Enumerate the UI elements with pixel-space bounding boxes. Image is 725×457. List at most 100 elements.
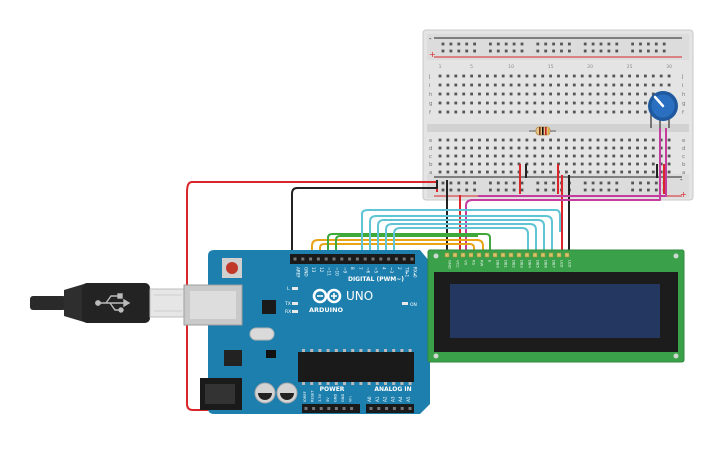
header-pin[interactable]	[379, 257, 383, 261]
breadboard-hole[interactable]	[454, 74, 458, 78]
breadboard-hole[interactable]	[565, 74, 568, 78]
rail-hole[interactable]	[512, 49, 516, 53]
breadboard-hole[interactable]	[612, 83, 616, 87]
breadboard-hole[interactable]	[636, 74, 639, 78]
breadboard-hole[interactable]	[549, 146, 552, 150]
breadboard-hole[interactable]	[501, 92, 505, 96]
breadboard-hole[interactable]	[478, 146, 481, 150]
breadboard-hole[interactable]	[525, 83, 529, 87]
breadboard-hole[interactable]	[572, 92, 576, 96]
lcd-pin-pad[interactable]	[460, 252, 466, 258]
breadboard-hole[interactable]	[478, 138, 481, 142]
breadboard-hole[interactable]	[604, 154, 608, 158]
breadboard-hole[interactable]	[438, 146, 442, 150]
rail-hole[interactable]	[449, 181, 453, 185]
breadboard-hole[interactable]	[651, 154, 655, 158]
breadboard-hole[interactable]	[549, 83, 552, 87]
breadboard-hole[interactable]	[628, 83, 631, 87]
wire-cyan-extra[interactable]	[361, 209, 561, 256]
breadboard-hole[interactable]	[509, 170, 513, 174]
breadboard-hole[interactable]	[549, 101, 552, 105]
header-pin[interactable]	[316, 257, 320, 261]
lcd-pin-pad[interactable]	[548, 252, 554, 258]
breadboard-hole[interactable]	[588, 110, 592, 114]
rail-hole[interactable]	[639, 49, 642, 53]
breadboard-hole[interactable]	[588, 83, 592, 87]
breadboard-hole[interactable]	[446, 170, 450, 174]
breadboard-hole[interactable]	[533, 146, 537, 150]
header-pin[interactable]	[340, 257, 344, 261]
header-pin[interactable]	[410, 257, 414, 261]
lcd-pin-pad[interactable]	[516, 252, 522, 258]
rail-hole[interactable]	[654, 49, 658, 53]
rail-hole[interactable]	[457, 188, 461, 192]
rail-hole[interactable]	[615, 42, 619, 46]
rail-hole[interactable]	[489, 49, 492, 53]
rail-hole[interactable]	[583, 188, 587, 192]
breadboard-hole[interactable]	[557, 74, 560, 78]
breadboard-hole[interactable]	[565, 83, 568, 87]
breadboard-hole[interactable]	[565, 92, 568, 96]
breadboard-hole[interactable]	[580, 101, 584, 105]
lcd-pin-pad[interactable]	[508, 252, 514, 258]
rail-hole[interactable]	[489, 42, 492, 46]
wire-green-2[interactable]	[335, 235, 478, 256]
breadboard-hole[interactable]	[493, 101, 497, 105]
breadboard-hole[interactable]	[446, 138, 450, 142]
breadboard-hole[interactable]	[438, 138, 442, 142]
breadboard-hole[interactable]	[446, 83, 450, 87]
breadboard-hole[interactable]	[541, 138, 545, 142]
rail-hole[interactable]	[473, 181, 476, 185]
rail-hole[interactable]	[441, 42, 445, 46]
header-pin[interactable]	[327, 407, 331, 410]
breadboard-hole[interactable]	[572, 146, 576, 150]
rail-hole[interactable]	[560, 49, 563, 53]
header-pin[interactable]	[342, 407, 346, 410]
breadboard-hole[interactable]	[612, 138, 616, 142]
power-header[interactable]	[302, 404, 360, 413]
breadboard-hole[interactable]	[517, 154, 521, 158]
breadboard-hole[interactable]	[509, 162, 513, 166]
rail-hole[interactable]	[615, 181, 619, 185]
breadboard-hole[interactable]	[572, 83, 576, 87]
breadboard-hole[interactable]	[501, 74, 505, 78]
breadboard-hole[interactable]	[549, 138, 552, 142]
header-pin[interactable]	[334, 407, 338, 410]
rail-hole[interactable]	[552, 181, 555, 185]
breadboard-hole[interactable]	[612, 154, 616, 158]
breadboard-hole[interactable]	[525, 154, 529, 158]
breadboard-hole[interactable]	[628, 138, 631, 142]
breadboard-hole[interactable]	[636, 83, 639, 87]
breadboard-hole[interactable]	[438, 154, 442, 158]
breadboard-hole[interactable]	[588, 101, 592, 105]
breadboard-hole[interactable]	[501, 154, 505, 158]
breadboard-hole[interactable]	[557, 146, 560, 150]
breadboard-hole[interactable]	[470, 162, 473, 166]
breadboard-hole[interactable]	[667, 146, 671, 150]
rail-hole[interactable]	[552, 188, 555, 192]
rail-hole[interactable]	[473, 49, 476, 53]
rail-hole[interactable]	[568, 42, 571, 46]
wire-green-1[interactable]	[327, 233, 491, 256]
rail-hole[interactable]	[520, 42, 524, 46]
header-pin[interactable]	[319, 407, 323, 410]
breadboard-hole[interactable]	[462, 101, 466, 105]
breadboard-hole[interactable]	[533, 170, 537, 174]
rail-hole[interactable]	[520, 49, 524, 53]
rail-hole[interactable]	[504, 181, 508, 185]
breadboard-hole[interactable]	[454, 162, 458, 166]
wire-rs-yellow[interactable]	[311, 239, 484, 256]
breadboard-hole[interactable]	[533, 92, 537, 96]
rail-hole[interactable]	[568, 49, 571, 53]
rail-hole[interactable]	[615, 188, 619, 192]
rail-hole[interactable]	[639, 188, 642, 192]
breadboard-hole[interactable]	[470, 146, 473, 150]
rail-hole[interactable]	[512, 181, 516, 185]
rail-hole[interactable]	[552, 49, 555, 53]
header-pin[interactable]	[293, 257, 297, 261]
header-pin[interactable]	[402, 257, 406, 261]
breadboard-hole[interactable]	[628, 146, 631, 150]
breadboard-hole[interactable]	[454, 110, 458, 114]
header-pin[interactable]	[369, 407, 373, 410]
